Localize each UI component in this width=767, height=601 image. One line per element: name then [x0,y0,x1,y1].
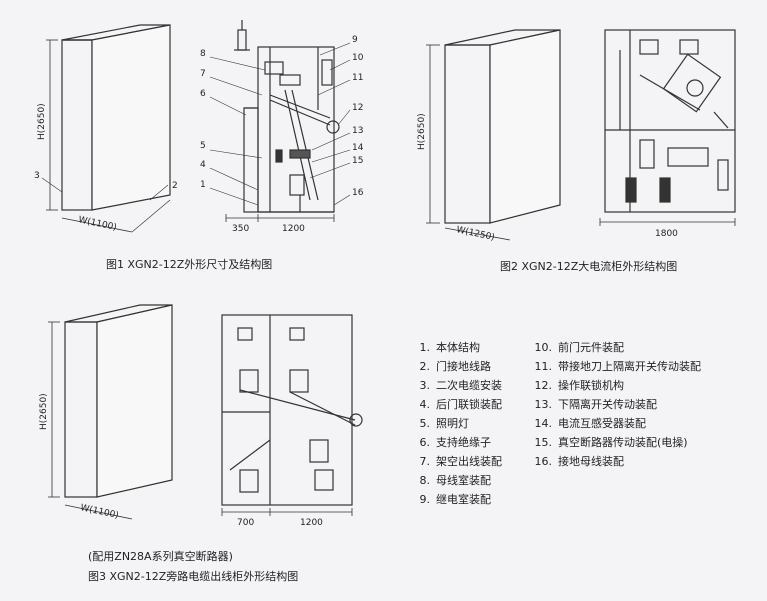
fig1-callout-10: 10 [352,53,364,63]
legend-item: 15.真空断路器传动装配(电操) [534,436,688,449]
fig3-dim-left: 700 [237,518,254,528]
legend-item: 2.门接地线路 [419,360,492,373]
fig1-callout-8: 8 [200,49,206,59]
fig1-caption: 图1 XGN2-12Z外形尺寸及结构图 [106,258,273,271]
fig2-section-drawing [599,29,736,226]
fig3-note: (配用ZN28A系列真空断路器) [88,550,233,563]
legend-item: 11.带接地刀上隔离开关传动装配 [534,360,702,373]
fig2-width-label: W(1250) [455,225,495,243]
fig2-caption: 图2 XGN2-12Z大电流柜外形结构图 [500,260,678,273]
fig1-callout-7: 7 [200,69,206,79]
legend-item: 14.电流互感受器装配 [534,417,647,430]
legend-item: 4.后门联锁装配 [419,398,503,411]
fig1-dim-left: 350 [232,224,249,234]
legend-item: 13.下隔离开关传动装配 [534,398,658,411]
fig1-dim-right: 1200 [282,224,305,234]
fig1-callout-6: 6 [200,89,206,99]
fig3-section-drawing [221,314,363,516]
legend-item: 16.接地母线装配 [534,455,625,468]
fig1-callout-16: 16 [352,188,364,198]
fig1-label-2: 2 [172,181,178,191]
fig3-width-label: W(1100) [79,503,119,521]
fig1-callout-15: 15 [352,156,363,166]
fig1-section-drawing [209,20,351,222]
fig1-width-label: W(1100) [77,215,117,233]
fig1-callout-1: 1 [200,180,206,190]
legend-item: 1.本体结构 [419,341,481,354]
fig1-height-label: H(2650) [37,103,47,140]
fig1-callout-14: 14 [352,143,364,153]
fig1-callout-11: 11 [352,73,363,83]
fig3-cabinet-box [48,304,173,520]
fig1-callout-5: 5 [200,141,206,151]
legend-column-1: 1.本体结构 2.门接地线路 3.二次电缆安装 4.后门联锁装配 5.照明灯 6… [408,338,503,509]
fig3-caption: 图3 XGN2-12Z旁路电缆出线柜外形结构图 [88,570,299,583]
legend-item: 3.二次电缆安装 [419,379,503,392]
fig2-height-label: H(2650) [417,113,427,150]
fig3-dim-right: 1200 [300,518,323,528]
fig3-height-label: H(2650) [39,393,49,430]
legend-item: 8.母线室装配 [419,474,492,487]
fig1-callout-13: 13 [352,126,363,136]
legend-item: 10.前门元件装配 [534,341,625,354]
fig1-callout-4: 4 [200,160,206,170]
legend-item: 9.继电室装配 [419,493,492,506]
fig1-callout-12: 12 [352,103,363,113]
fig2-dim: 1800 [655,229,678,239]
legend-item: 5.照明灯 [419,417,470,430]
fig1-cabinet-box [41,24,171,233]
fig2-cabinet-box [426,29,561,241]
fig1-label-3: 3 [34,171,40,181]
legend-column-2: 10.前门元件装配 11.带接地刀上隔离开关传动装配 12.操作联锁机构 13.… [530,338,702,471]
fig1-callout-9: 9 [352,35,358,45]
legend-item: 6.支持绝缘子 [419,436,492,449]
legend-item: 7.架空出线装配 [419,455,503,468]
legend-item: 12.操作联锁机构 [534,379,625,392]
